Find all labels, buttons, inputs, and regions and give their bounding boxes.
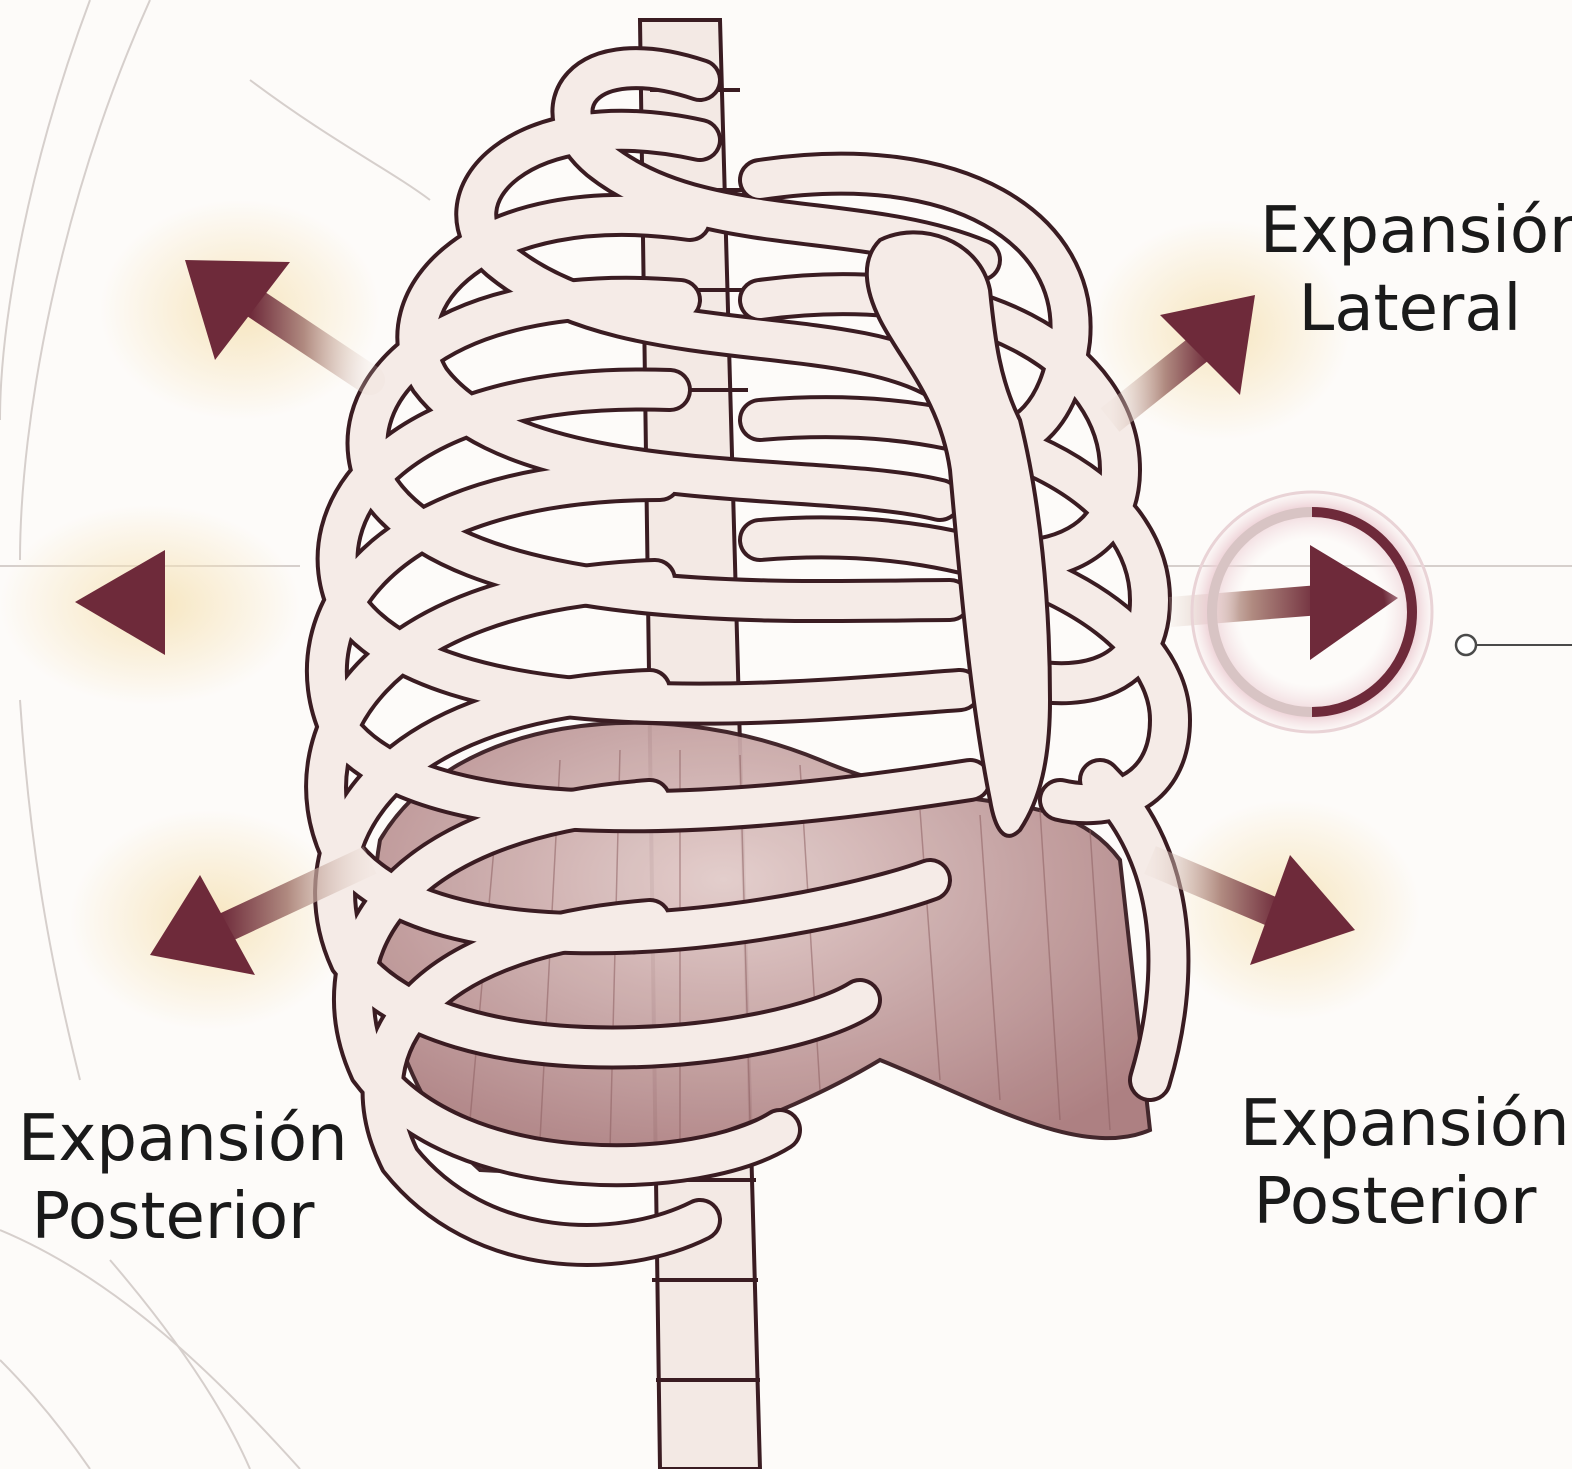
label-expansion-lateral: Expansión Lateral (1260, 192, 1560, 348)
progress-ring-icon (1190, 490, 1434, 734)
label-line: Lateral (1260, 270, 1560, 348)
label-expansion-posterior-left: Expansión Posterior (18, 1100, 328, 1256)
label-line: Expansión (18, 1100, 328, 1178)
label-line: Expansión (1240, 1085, 1550, 1163)
label-expansion-posterior-right: Expansión Posterior (1240, 1085, 1550, 1241)
label-line: Posterior (18, 1178, 328, 1256)
label-line: Expansión (1260, 192, 1560, 270)
label-line: Posterior (1240, 1163, 1550, 1241)
rib-cage-illustration (326, 20, 1170, 1469)
callout-dot-icon (1456, 635, 1572, 655)
